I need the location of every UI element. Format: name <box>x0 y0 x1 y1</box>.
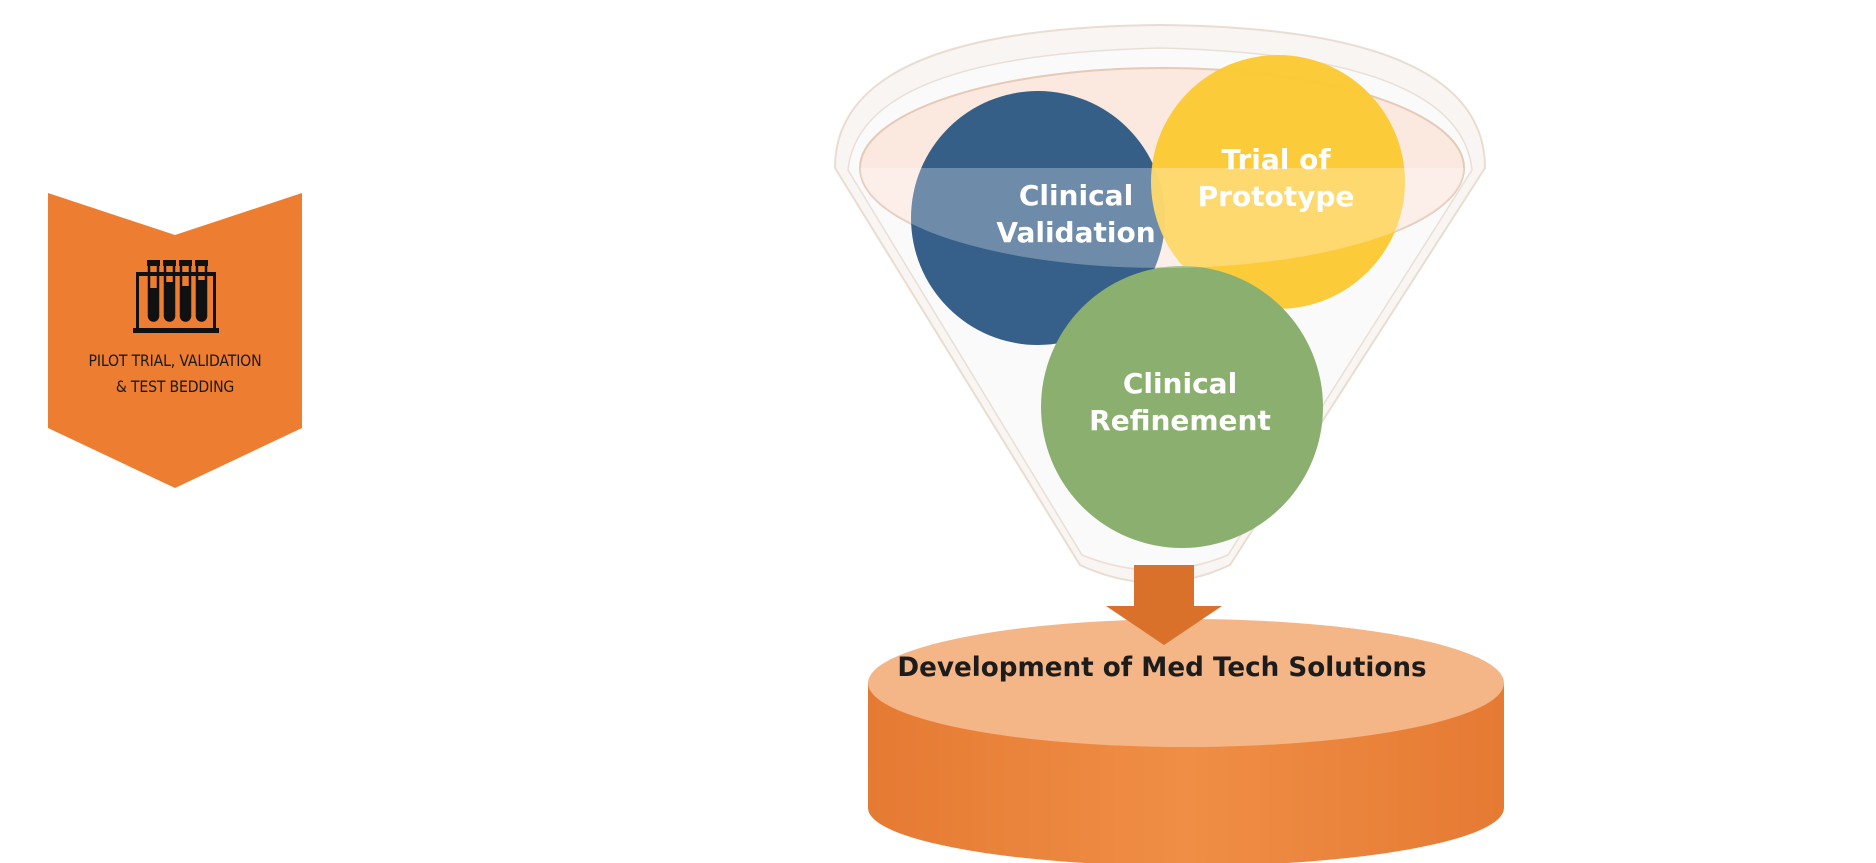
label-trial-of-prototype-line1: Trial of <box>1221 143 1331 176</box>
label-clinical-refinement: Clinical Refinement <box>1050 365 1310 439</box>
stage-label-line1: PILOT TRIAL, VALIDATION <box>88 351 262 370</box>
stage-label: PILOT TRIAL, VALIDATION & TEST BEDDING <box>63 348 287 400</box>
label-clinical-refinement-line1: Clinical <box>1122 367 1238 400</box>
label-clinical-validation-line2: Validation <box>996 216 1156 249</box>
base-label: Development of Med Tech Solutions <box>897 652 1427 683</box>
label-clinical-refinement-line2: Refinement <box>1089 404 1271 437</box>
label-trial-of-prototype-line2: Prototype <box>1197 180 1355 213</box>
label-clinical-validation-line1: Clinical <box>1018 179 1134 212</box>
stage-label-line2: & TEST BEDDING <box>115 377 235 396</box>
badge-chevron-shape <box>48 193 302 488</box>
label-clinical-validation: Clinical Validation <box>946 177 1206 251</box>
circle-clinical-refinement <box>1041 266 1323 548</box>
rim-overlay <box>860 168 1464 268</box>
stage-badge: PILOT TRIAL, VALIDATION & TEST BEDDING <box>48 193 302 488</box>
label-trial-of-prototype: Trial of Prototype <box>1146 141 1406 215</box>
test-tubes-icon <box>133 260 219 333</box>
down-arrow <box>1106 565 1222 645</box>
cylinder-top <box>868 619 1504 747</box>
cylinder-base <box>868 619 1504 863</box>
circle-clinical-validation <box>911 91 1165 345</box>
funnel-diagram: Clinical Validation Trial of Prototype C… <box>830 20 1510 863</box>
circle-trial-of-prototype <box>1151 55 1405 309</box>
